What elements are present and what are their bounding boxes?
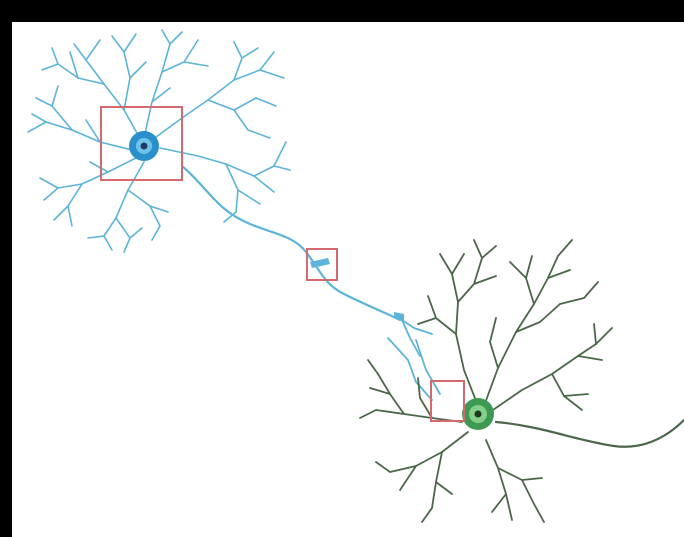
diagram-canvas [12,22,684,537]
neuron-diagram [12,22,684,537]
presynaptic-neuron [28,30,440,400]
presynaptic-axon [182,166,400,320]
myelin-segment [310,258,330,268]
presynaptic-soma [129,131,159,161]
postsynaptic-axon [496,420,684,447]
postsynaptic-soma [462,398,494,430]
postsynaptic-neuron [360,240,684,522]
presynaptic-dendrites [28,30,290,252]
axon-terminals [388,320,440,400]
postsynaptic-dendrites [360,240,612,522]
